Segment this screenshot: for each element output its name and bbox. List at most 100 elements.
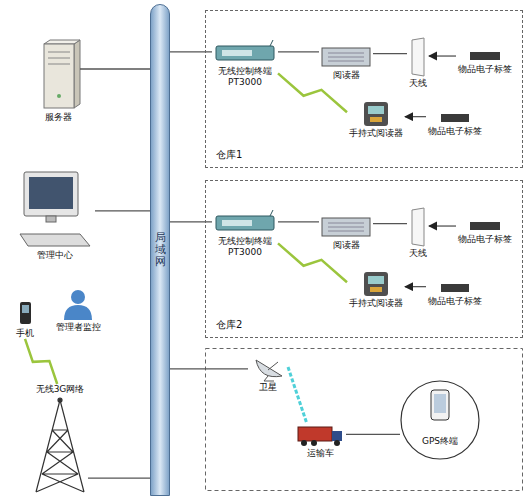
icon-part: [322, 48, 370, 66]
device-node: 无线控制终端 PT3000: [212, 210, 278, 258]
node-label: 天线: [409, 248, 427, 259]
icon-part: [222, 50, 252, 56]
satellite-link: [288, 367, 307, 424]
device-node: 阅读器: [319, 42, 373, 81]
node-label: 管理者监控: [56, 322, 101, 333]
network-line: [278, 51, 319, 52]
node-label: 卫星: [250, 382, 286, 393]
node-label: 运输车: [296, 448, 344, 459]
device-node: 卫星: [248, 356, 288, 393]
server-icon: [44, 40, 80, 108]
network-line: [405, 116, 426, 117]
node-label: 阅读器: [321, 70, 371, 81]
icon-part: [298, 427, 332, 441]
icon-part: [412, 38, 424, 76]
computer-icon: [20, 172, 90, 246]
icon-part: [44, 40, 80, 44]
network-line: [278, 221, 319, 222]
device-node: 管理中心: [15, 170, 95, 261]
node-label: 服务器: [38, 112, 78, 123]
icon-part: [20, 234, 90, 246]
icon-part: [36, 400, 84, 492]
icon-part: [29, 177, 73, 209]
node-label: 手机: [16, 328, 34, 339]
node-label: 物品电子标签: [428, 126, 482, 137]
device-node: 手机: [14, 300, 36, 339]
network-line: [373, 53, 407, 54]
device-node: 管理者监控: [54, 288, 103, 333]
node-label: 手持式阅读器: [349, 128, 403, 139]
network-line: [170, 368, 248, 369]
warehouse-panel: 仓库2无线控制终端 PT3000阅读器天线物品电子标签手持式阅读器物品电子标签: [205, 180, 523, 338]
icon-part: [368, 106, 384, 114]
device-node: 手持式阅读器: [347, 268, 405, 309]
device-node: 物品电子标签: [456, 48, 514, 75]
icon-part: [370, 117, 382, 122]
node-label: 无线控制终端 PT3000: [214, 236, 276, 258]
network-line: [429, 225, 456, 226]
icon-part: [58, 398, 62, 402]
node-label: 局域网: [155, 232, 166, 268]
icon-part: [264, 362, 278, 381]
warehouse-panel: 仓库1无线控制终端 PT3000阅读器天线物品电子标签手持式阅读器物品电子标签: [205, 10, 523, 168]
network-line: [346, 434, 400, 435]
node-label: 手持式阅读器: [349, 298, 403, 309]
device-node: 阅读器: [319, 212, 373, 251]
circle-outline: [400, 380, 480, 460]
icon-part: [364, 102, 388, 126]
satellite-dish: [256, 360, 282, 381]
node-label: GPS终端: [422, 435, 458, 448]
node-label: 阅读器: [321, 240, 371, 251]
icon-part: [332, 431, 342, 441]
wireless-link: [25, 339, 57, 384]
network-bus: 局域网: [150, 4, 170, 496]
device-node: 天线: [407, 36, 429, 89]
icon-part: [57, 94, 61, 98]
person-icon: [64, 290, 92, 320]
icon-part: [328, 53, 364, 61]
transport-panel: [206, 349, 523, 491]
node-label: 物品电子标签: [428, 296, 482, 307]
node-label: 物品电子标签: [458, 64, 512, 75]
network-line: [88, 478, 150, 479]
icon-part: [301, 440, 307, 446]
icon-part: [311, 440, 317, 446]
icon-part: [441, 114, 469, 122]
terminal-circle: GPS终端: [400, 380, 480, 460]
circle-outline: [401, 381, 479, 459]
network-line: [80, 68, 150, 69]
icon-part: [20, 302, 31, 324]
network-line: [429, 55, 456, 56]
network-line: [405, 286, 426, 287]
network-line: [373, 223, 407, 224]
device-node: 无线控制终端 PT3000: [212, 40, 278, 88]
device-node: 服务器: [36, 40, 80, 123]
truck-icon: [298, 427, 342, 446]
device-node: 无线3G网络: [32, 384, 88, 495]
node-label: 仓库2: [216, 318, 242, 332]
icon-part: [334, 440, 340, 446]
icon-part: [270, 40, 273, 46]
phone-icon: [20, 302, 31, 324]
icon-part: [470, 52, 500, 60]
node-label: 无线3G网络: [34, 384, 86, 395]
node-label: 天线: [409, 78, 427, 89]
icon-part: [46, 216, 56, 222]
icon-part: [434, 394, 446, 413]
node-label: 管理中心: [17, 250, 93, 261]
device-node: 物品电子标签: [426, 108, 484, 137]
icon-part: [431, 390, 449, 420]
gps-device: [431, 390, 449, 420]
icon-part: [64, 305, 92, 320]
node-label: 仓库1: [216, 148, 242, 162]
network-line: [95, 210, 150, 211]
node-label: 无线控制终端 PT3000: [214, 66, 276, 88]
icon-part: [216, 46, 274, 60]
icon-part: [24, 172, 78, 216]
device-node: 物品电子标签: [426, 278, 484, 307]
device-node: 运输车: [294, 424, 346, 459]
radio-tower: [36, 398, 84, 492]
device-node: 手持式阅读器: [347, 98, 405, 139]
